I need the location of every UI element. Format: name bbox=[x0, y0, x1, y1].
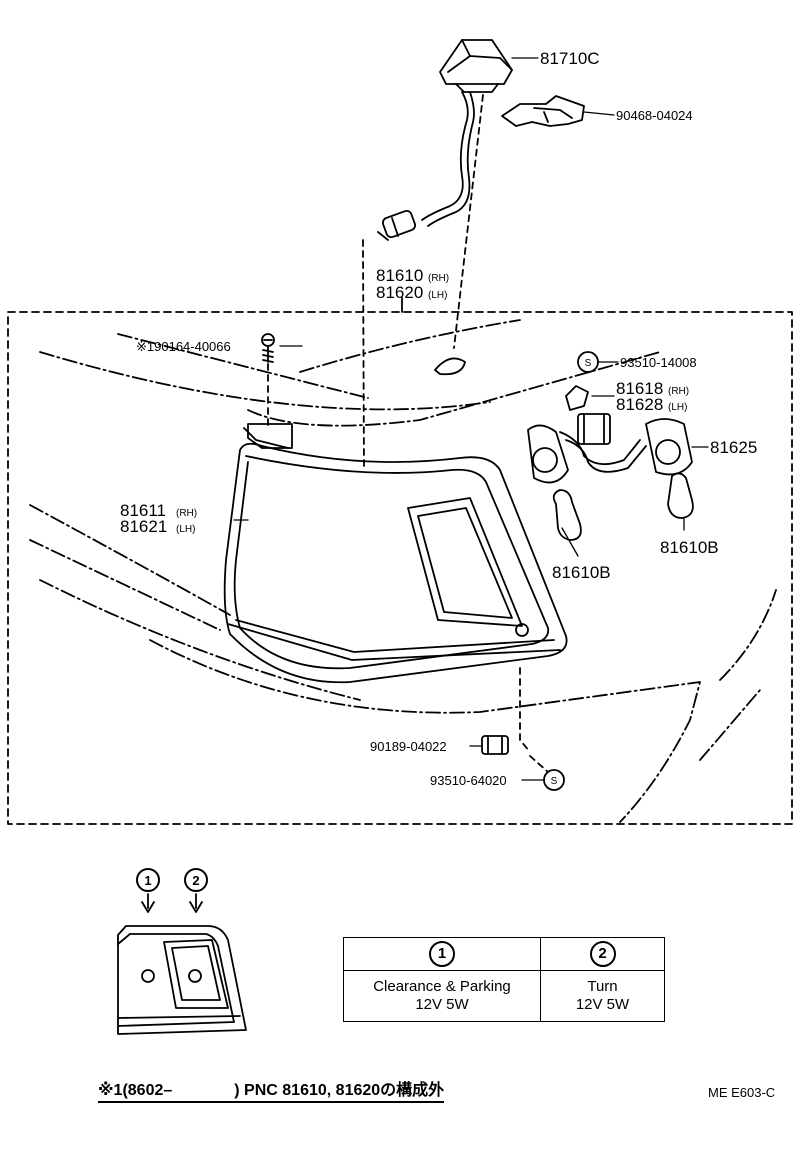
inset-marker-1: 1 bbox=[144, 873, 151, 888]
part-93510-14008: 93510-14008 bbox=[620, 355, 697, 370]
car-body-outline bbox=[29, 319, 777, 823]
part-81618-rh: (RH) bbox=[668, 386, 689, 397]
s-mark-lower: S bbox=[551, 776, 558, 787]
socket-harness bbox=[527, 385, 693, 484]
part-81618: 81618 bbox=[616, 379, 663, 398]
part-81621-lh: (LH) bbox=[176, 524, 195, 535]
part-81611: 81611 bbox=[120, 501, 166, 520]
s-mark-upper: S bbox=[585, 358, 592, 369]
part-81628: 81628 bbox=[616, 395, 663, 414]
screw-90164 bbox=[261, 333, 275, 363]
leader-lines bbox=[233, 57, 709, 781]
part-81611-rh: (RH) bbox=[176, 508, 197, 519]
assembly-boundary bbox=[7, 311, 793, 825]
footnote-suffix: ) PNC 81610, 81620の構成外 bbox=[234, 1082, 445, 1099]
part-81610-rh: (RH) bbox=[428, 273, 449, 284]
assembly-lines bbox=[267, 94, 549, 773]
part-90468-04024: 90468-04024 bbox=[616, 108, 693, 123]
part-81610: 81610 bbox=[376, 266, 423, 285]
legend-turn-label: Turn bbox=[587, 978, 618, 995]
part-81621: 81621 bbox=[120, 517, 167, 536]
part-81620: 81620 bbox=[376, 283, 423, 302]
part-81620-lh: (LH) bbox=[428, 290, 447, 301]
legend-clearance-label: Clearance & Parking bbox=[373, 978, 511, 995]
part-81710C: 81710C bbox=[540, 49, 600, 68]
inset-lamp-illustration bbox=[117, 868, 247, 1035]
legend-marker-1: 1 bbox=[429, 941, 455, 967]
legend-cell-turn: Turn 12V 5W bbox=[540, 970, 665, 1022]
bulb-legend-table: 1 2 Clearance & Parking 12V 5W Turn 12V … bbox=[343, 937, 665, 1022]
part-93510-64020: 93510-64020 bbox=[430, 773, 507, 788]
inset-marker-2: 2 bbox=[192, 873, 199, 888]
bulbs bbox=[552, 472, 694, 541]
legend-marker-2: 2 bbox=[589, 941, 616, 967]
footnote: ※1(8602– ) PNC 81610, 81620の構成外 bbox=[98, 1076, 445, 1103]
footnote-prefix: ※1(8602– bbox=[98, 1082, 173, 1099]
side-marker-lamp bbox=[377, 39, 513, 241]
s-circle-lower bbox=[543, 769, 565, 791]
part-81628-lh: (LH) bbox=[668, 402, 687, 413]
legend-turn-spec: 12V 5W bbox=[575, 996, 630, 1013]
clip-90468 bbox=[501, 95, 585, 127]
part-90189-04022: 90189-04022 bbox=[370, 739, 447, 754]
s-circle-upper bbox=[577, 351, 599, 373]
legend-cell-clearance: Clearance & Parking 12V 5W bbox=[343, 970, 541, 1022]
drawing-code: ME E603-C bbox=[708, 1085, 776, 1100]
part-81610B-right: 81610B bbox=[660, 538, 719, 557]
part-81610B-left: 81610B bbox=[552, 563, 611, 582]
part-81625: 81625 bbox=[710, 438, 757, 457]
legend-header-1: 1 bbox=[343, 937, 541, 971]
legend-header-2: 2 bbox=[540, 937, 665, 971]
legend-clearance-spec: 12V 5W bbox=[415, 996, 469, 1013]
part-90164-40066: ※190164-40066 bbox=[136, 339, 231, 354]
lens-assembly bbox=[223, 423, 568, 684]
clip-90189 bbox=[481, 735, 509, 755]
